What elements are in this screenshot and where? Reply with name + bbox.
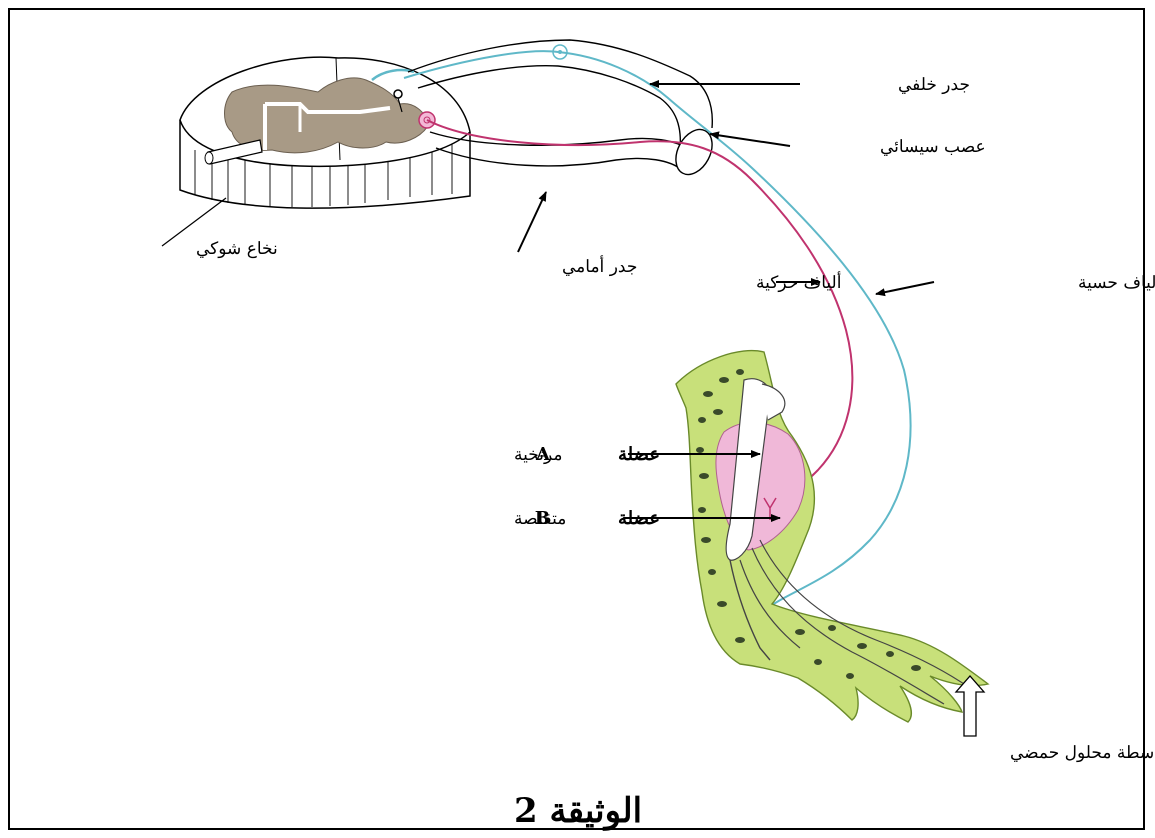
arrow-spinal-nerve bbox=[710, 134, 790, 146]
label-muscle-a-word: عضلة bbox=[618, 444, 660, 465]
label-spinal-nerve: عصب سيسائي bbox=[880, 137, 986, 157]
label-stimulus: إهاجة فعالة بواسطة محلول حمضي bbox=[1010, 743, 1155, 763]
leg-and-muscles bbox=[676, 351, 988, 722]
label-muscle-b-state: متقلصة bbox=[514, 509, 566, 529]
label-motor-fibers: ألياف حركية bbox=[756, 271, 841, 293]
arrow-ventral-root bbox=[518, 192, 546, 252]
label-spinal-cord: نخاع شوكي bbox=[196, 239, 278, 259]
label-dorsal-root: جدر خلفي bbox=[898, 75, 970, 95]
label-ventral-root: جدر أمامي bbox=[562, 255, 637, 277]
label-muscle-a-state: مرتخية bbox=[514, 445, 562, 465]
label-sensory-fibers: ألياف حسية bbox=[1078, 271, 1155, 293]
label-muscle-b-word: عضلة bbox=[618, 508, 660, 529]
spinal-cord-section bbox=[180, 57, 470, 208]
arrow-sensory-fibers bbox=[876, 282, 934, 294]
document-title: الوثيقة 2 bbox=[514, 791, 642, 831]
